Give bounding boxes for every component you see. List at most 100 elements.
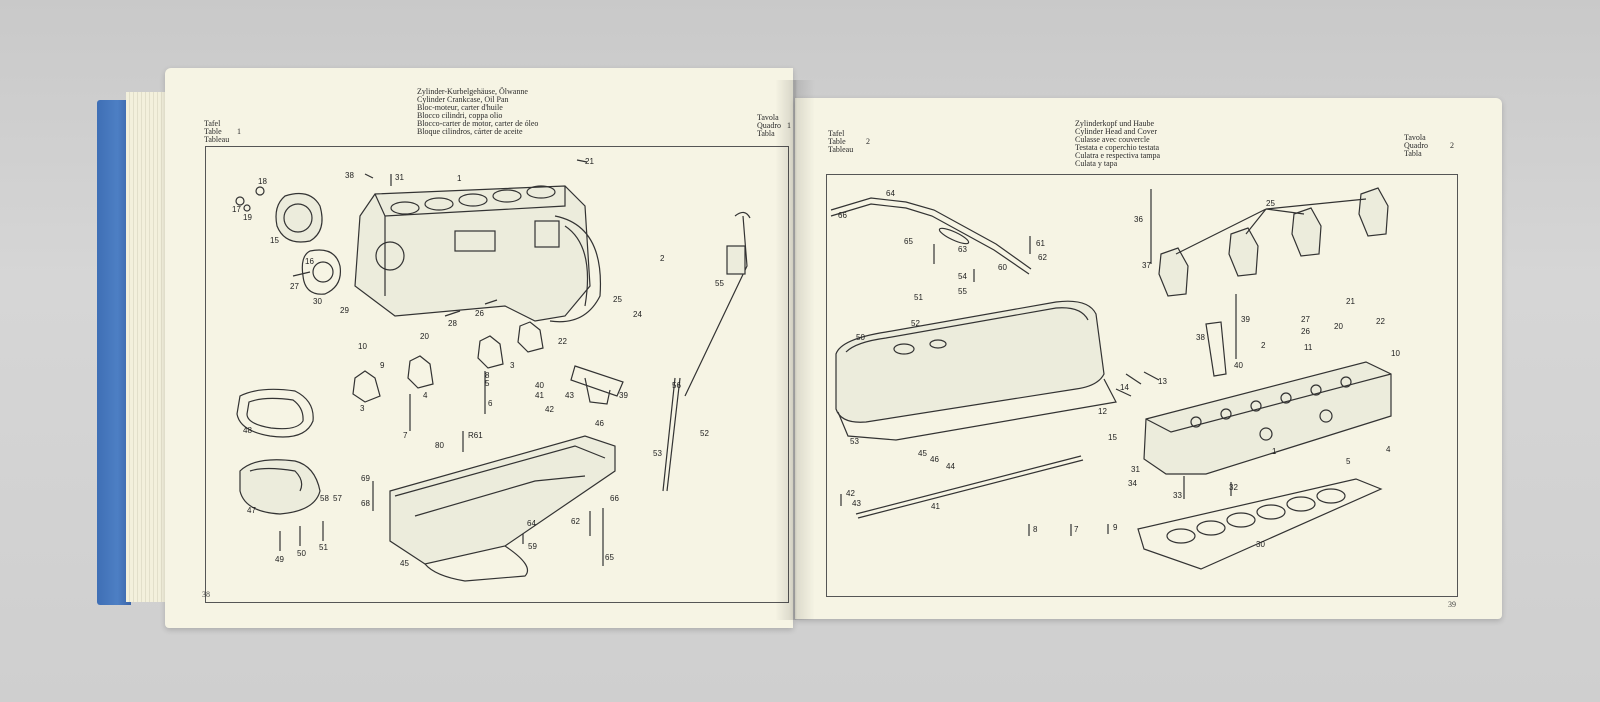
callout: 25 — [613, 295, 622, 304]
label-table: Table — [828, 137, 846, 146]
callout: 64 — [527, 519, 536, 528]
right-exploded-diagram: 64 66 65 63 61 62 60 54 55 51 52 50 36 3… — [830, 187, 1400, 570]
callout: 39 — [619, 391, 628, 400]
callout: 44 — [946, 462, 955, 471]
callout: 31 — [395, 173, 404, 182]
title-line-en: Cylinder Crankcase, Oil Pan — [417, 95, 509, 104]
callout: 48 — [243, 426, 252, 435]
callout: 52 — [700, 429, 709, 438]
left-diagram-frame — [205, 146, 789, 603]
callout: 6 — [488, 399, 493, 408]
callout: 3 — [510, 361, 515, 370]
callout: 66 — [610, 494, 619, 503]
title-line-pt: Blocco-carter de motor, carter de óleo — [417, 119, 539, 128]
label-tableau: Tableau — [204, 135, 230, 144]
callout: 53 — [653, 449, 662, 458]
callout: 36 — [1134, 215, 1143, 224]
book-gutter-shadow — [775, 80, 815, 620]
callout: 2 — [660, 254, 665, 263]
callout: 38 — [1196, 333, 1205, 342]
seal-covers-drawing — [235, 186, 342, 295]
callout: 65 — [605, 553, 614, 562]
rods-bolts-drawing — [840, 189, 1237, 536]
callout: 56 — [672, 381, 681, 390]
callout: 4 — [1386, 445, 1391, 454]
left-plate-number-right: 1 — [787, 122, 791, 130]
callout: 80 — [435, 441, 444, 450]
callout: 39 — [1241, 315, 1250, 324]
title-line-es: Culata y tapa — [1075, 159, 1118, 168]
callout: 53 — [850, 437, 859, 446]
left-plate-number: 1 — [237, 127, 241, 136]
callout: 43 — [852, 499, 861, 508]
callout: 42 — [846, 489, 855, 498]
callout: 62 — [571, 517, 580, 526]
callout: 2 — [1261, 341, 1266, 350]
oil-pan-drawing — [236, 388, 616, 582]
callout: 3 — [360, 404, 365, 413]
right-plate-number: 2 — [866, 137, 870, 146]
callout: 30 — [313, 297, 322, 306]
label-tavola: Tavola — [757, 113, 779, 122]
callout: 33 — [1173, 491, 1182, 500]
callout: 69 — [361, 474, 370, 483]
label-table: Table — [204, 127, 222, 136]
callout: 1 — [457, 174, 462, 183]
callout: 26 — [1301, 327, 1310, 336]
callout: 58 — [320, 494, 329, 503]
callout: 61 — [1036, 239, 1045, 248]
callout: 68 — [361, 499, 370, 508]
callout: 41 — [931, 502, 940, 511]
callout: 37 — [1142, 261, 1151, 270]
label-tavola: Tavola — [1404, 133, 1426, 142]
callout: 17 — [232, 205, 241, 214]
callout: 49 — [275, 555, 284, 564]
callout: 29 — [340, 306, 349, 315]
left-page-number: 38 — [202, 590, 210, 599]
callout: 20 — [420, 332, 429, 341]
callout: 59 — [528, 542, 537, 551]
callout: 10 — [1391, 349, 1400, 358]
callout: 7 — [1074, 525, 1079, 534]
callout: R61 — [468, 431, 483, 440]
callout: 1 — [1272, 447, 1277, 456]
callout: 28 — [448, 319, 457, 328]
callout: 63 — [958, 245, 967, 254]
label-tableau: Tableau — [828, 145, 854, 154]
callout: 20 — [1334, 322, 1343, 331]
bearing-caps-drawing — [352, 321, 624, 405]
title-line-de: Zylinderkopf und Haube — [1075, 119, 1155, 128]
title-line-de: Zylinder-Kurbelgehäuse, Ölwanne — [417, 87, 528, 96]
callout: 31 — [1131, 465, 1140, 474]
callout: 50 — [856, 333, 865, 342]
dipstick-drawing — [662, 211, 751, 492]
callout: 41 — [535, 391, 544, 400]
callout: 19 — [243, 213, 252, 222]
right-plate-number-right: 2 — [1450, 141, 1454, 150]
label-tafel: Tafel — [204, 119, 221, 128]
title-line-it: Blocco cilindri, coppa olio — [417, 111, 503, 120]
left-callout-labels: 21 38 31 1 18 17 19 15 16 2 27 30 29 25 … — [232, 157, 724, 568]
callout: 14 — [1120, 383, 1129, 392]
head-gasket-drawing — [1137, 478, 1383, 570]
callout: 22 — [558, 337, 567, 346]
title-line-fr: Culasse avec couvercle — [1075, 135, 1150, 144]
callout: 51 — [914, 293, 923, 302]
callout: 60 — [998, 263, 1007, 272]
label-quadro: Quadro — [757, 121, 781, 130]
callout: 9 — [1113, 523, 1118, 532]
callout: 55 — [958, 287, 967, 296]
callout: 15 — [270, 236, 279, 245]
title-line-en: Cylinder Head and Cover — [1075, 127, 1157, 136]
callout: 8 — [1033, 525, 1038, 534]
right-title: Zylinderkopf und Haube Cylinder Head and… — [1075, 120, 1160, 168]
callout: 18 — [258, 177, 267, 186]
callout: 40 — [535, 381, 544, 390]
rocker-brackets-drawing — [1158, 187, 1389, 377]
callout: 43 — [565, 391, 574, 400]
callout: 5 — [1346, 457, 1351, 466]
callout: 45 — [400, 559, 409, 568]
callout: 46 — [930, 455, 939, 464]
callout: 38 — [345, 171, 354, 180]
